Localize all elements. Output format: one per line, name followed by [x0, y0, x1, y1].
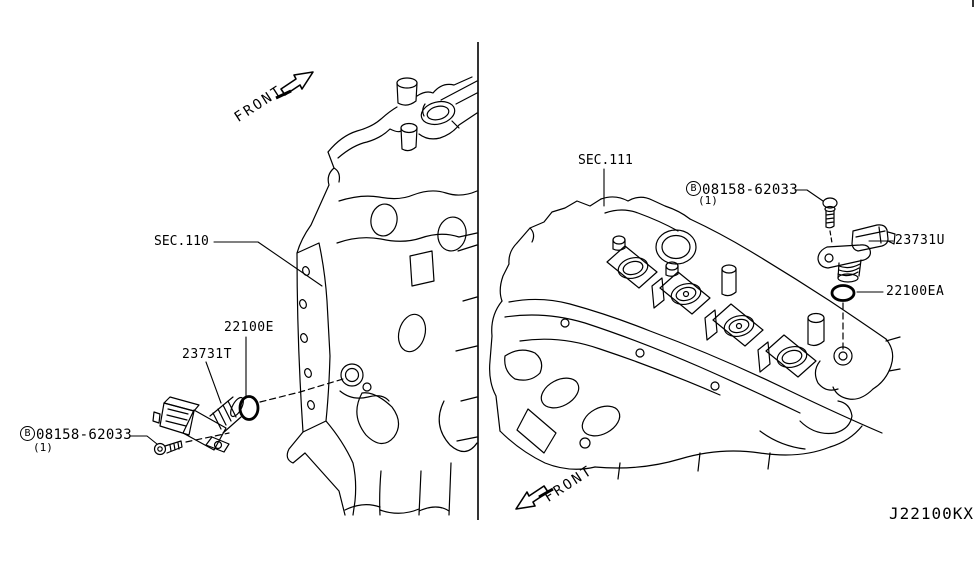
oring-22100e-drawing	[238, 395, 260, 421]
left-sensor-parts-drawing	[152, 378, 344, 456]
sec110-leader-line	[213, 241, 323, 287]
sensor-23731t-leader-line	[205, 361, 222, 404]
bolt-part-number-left: 08158-62033	[36, 427, 133, 443]
left-engine-drawing	[286, 76, 478, 516]
oring-22100ea-drawing	[830, 284, 856, 302]
callout-sensor-23731u[interactable]: 23731U	[895, 233, 945, 248]
left-leader-lines	[129, 241, 323, 445]
callout-oring-22100ea[interactable]: 22100EA	[886, 284, 945, 299]
diagram-code: J22100KX	[889, 504, 975, 523]
circled-b-marker-icon: B	[20, 426, 35, 441]
callout-oring-22100e[interactable]: 22100E	[224, 320, 274, 335]
front-arrow-right-icon	[515, 485, 554, 510]
callout-sensor-23731t[interactable]: 23731T	[182, 347, 232, 362]
section-label-sec110[interactable]: SEC.110	[154, 234, 209, 249]
callout-bolt-left[interactable]: B 08158-62033	[20, 426, 132, 442]
callout-bolt-right[interactable]: B 08158-62033	[686, 181, 798, 197]
section-label-sec111[interactable]: SEC.111	[578, 153, 633, 168]
bolt-qty-right: (1)	[698, 194, 718, 207]
right-sensor-parts-drawing	[817, 197, 896, 351]
bolt-qty-left: (1)	[33, 441, 53, 454]
bolt-part-number-right: 08158-62033	[702, 182, 799, 198]
right-engine-drawing	[489, 196, 901, 480]
bolt-left-leader-line	[129, 435, 158, 445]
bolt-right-leader-line	[794, 189, 824, 202]
circled-b-marker-icon: B	[686, 181, 701, 196]
front-arrow-left-icon	[275, 71, 314, 100]
